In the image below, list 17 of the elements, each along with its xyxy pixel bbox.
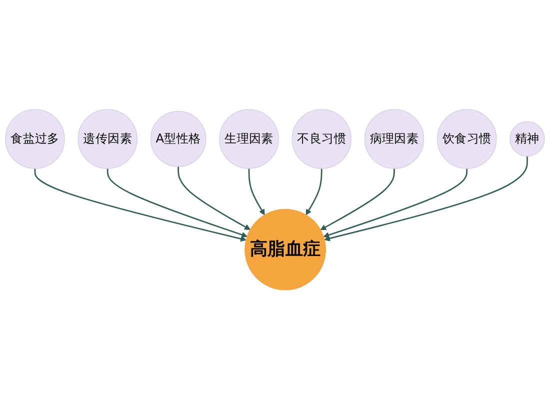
arrow [306, 168, 322, 216]
node-circle: 精神 [510, 122, 545, 157]
node-circle: 食盐过多 [5, 109, 65, 170]
node-circle: 不良习惯 [292, 109, 352, 170]
node-circle: 病理因素 [364, 109, 424, 170]
arrow [320, 168, 395, 230]
node-circle: 高脂血症 [244, 209, 326, 291]
arrow [323, 168, 468, 238]
node-circle: 饮食习惯 [436, 109, 497, 170]
node-circle: 生理因素 [219, 109, 279, 170]
node-circle: 遗传因素 [78, 109, 138, 170]
node-circle: A型性格 [150, 111, 206, 168]
arrow [106, 168, 248, 238]
arrow [178, 166, 250, 230]
arrow [324, 156, 528, 242]
arrow [248, 168, 265, 216]
arrow [34, 168, 246, 242]
